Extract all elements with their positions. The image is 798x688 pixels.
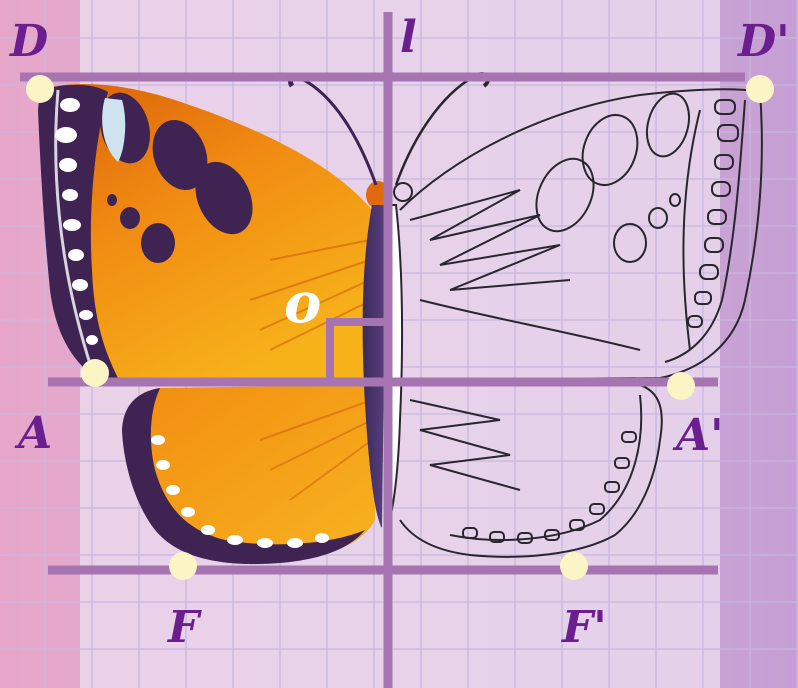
label-center-o: o [284, 270, 321, 336]
point-D [26, 75, 54, 103]
point-A-prime [667, 372, 695, 400]
label-D: D [8, 16, 48, 67]
point-D-prime [746, 75, 774, 103]
label-axis-l: l [400, 12, 417, 63]
label-A-prime: A' [672, 410, 724, 461]
label-A: A [14, 408, 52, 459]
label-D-prime: D' [736, 16, 790, 67]
point-F [169, 552, 197, 580]
point-F-prime [560, 552, 588, 580]
label-F: F [166, 602, 202, 653]
label-F-prime: F' [560, 602, 607, 653]
point-A [81, 359, 109, 387]
